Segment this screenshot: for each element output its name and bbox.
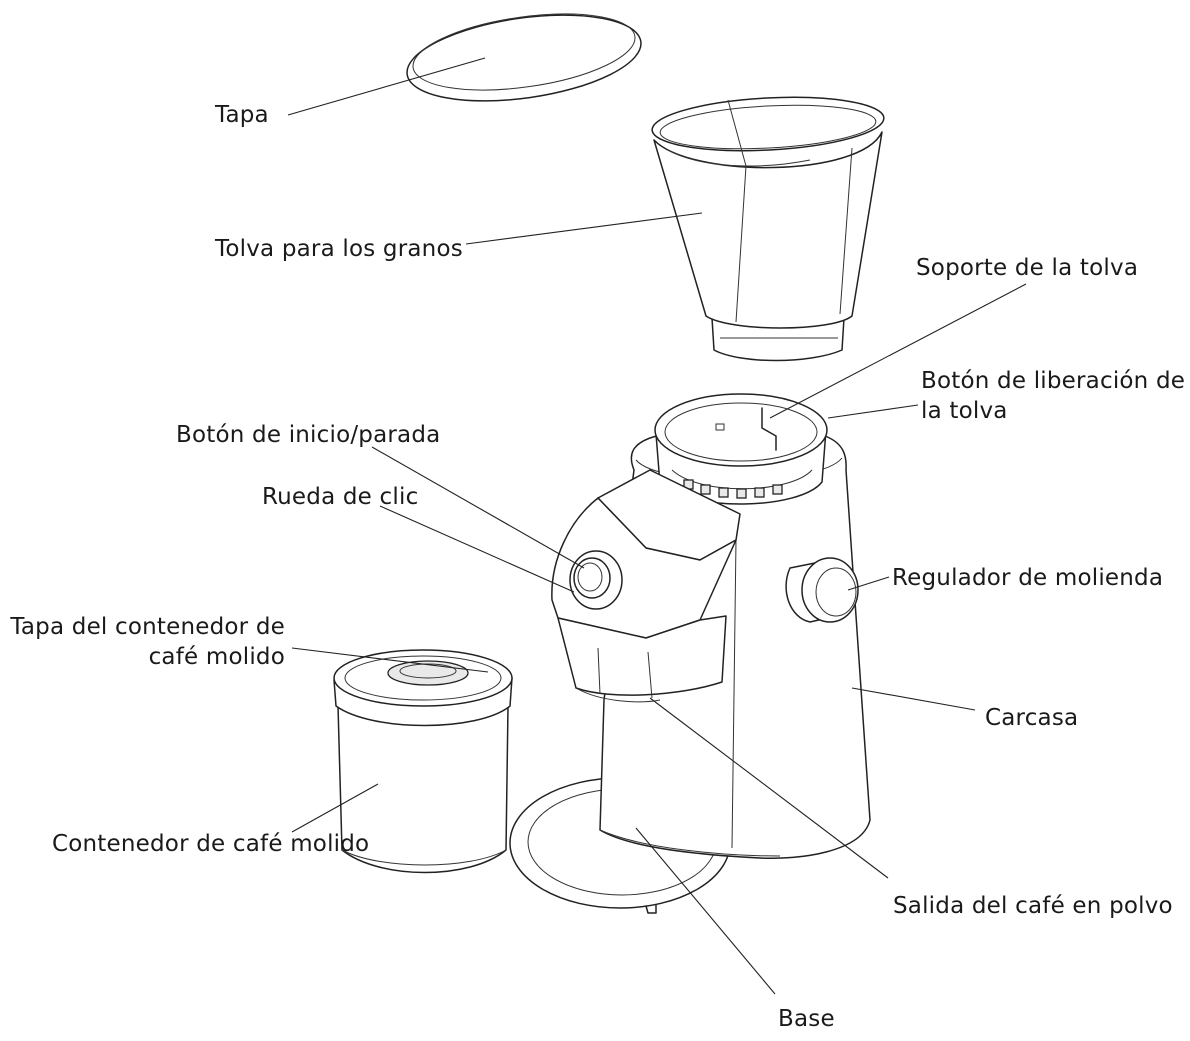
hopper-illustration [651,96,885,362]
coffee-container-illustration [333,649,513,874]
label-rueda: Rueda de clic [262,484,419,510]
label-tapa: Tapa [215,102,269,128]
label-soporte: Soporte de la tolva [916,255,1139,281]
label-tapa-contenedor: Tapa del contenedor de café molido [10,612,285,673]
label-regulador: Regulador de molienda [892,565,1164,591]
label-tapa-contenedor-line1: Tapa del contenedor de [10,614,285,640]
start-stop-button-illustration [569,550,623,610]
label-boton-liberacion-line2: la tolva [921,398,1008,425]
label-base: Base [778,1006,835,1032]
label-carcasa: Carcasa [985,705,1079,731]
hopper-holder-illustration [654,393,828,505]
label-contenedor: Contenedor de café molido [52,831,370,857]
leader-lines [287,57,1027,995]
grind-regulator-illustration [785,557,859,623]
label-tapa-contenedor-line2: café molido [148,644,285,671]
label-boton-liberacion-line1: Botón de liberación de [921,368,1186,394]
label-salida: Salida del café en polvo [893,893,1173,919]
label-tolva: Tolva para los granos [215,236,463,262]
label-boton-liberacion: Botón de liberación de la tolva [921,366,1185,427]
lid-illustration [406,13,642,102]
label-boton-inicio: Botón de inicio/parada [176,422,441,448]
